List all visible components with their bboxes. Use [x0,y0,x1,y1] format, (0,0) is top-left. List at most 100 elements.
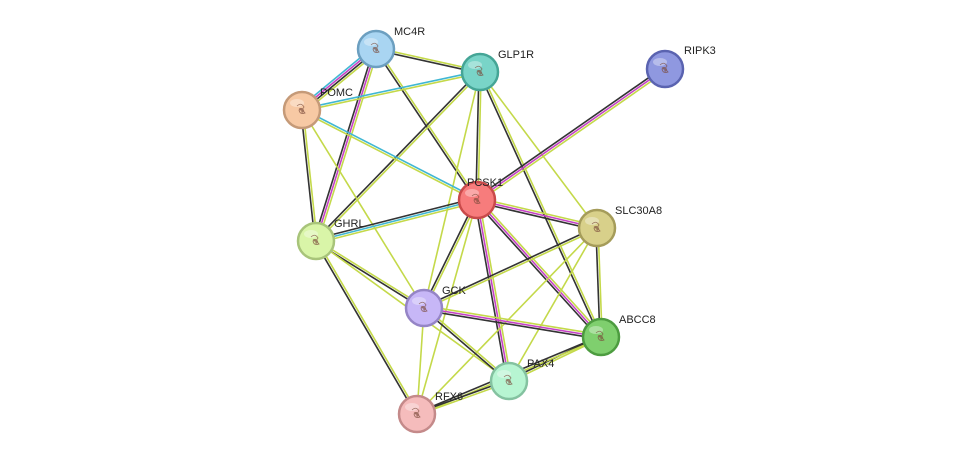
protein-structure-icon [474,65,484,76]
node-abcc8[interactable]: ABCC8 [581,314,656,357]
edge-line-textmining [477,72,482,201]
edge-line-coexpression [474,200,600,340]
edge-line-textmining [423,71,481,309]
edge-line-experiments [315,48,377,242]
node-highlight [364,38,378,46]
node-ghrl[interactable]: GHRL [296,218,365,261]
protein-structure-icon [370,42,380,53]
edge-pcsk1-gck[interactable] [422,199,479,309]
edge-pcsk1-rfx6[interactable] [416,199,478,415]
node-highlight [589,326,603,334]
edge-line-textmining [316,72,482,243]
node-label: RFX6 [435,391,463,403]
edge-glp1r-ghrl[interactable] [314,70,482,243]
protein-structure-icon [310,234,320,245]
edge-slc30a8-pax4[interactable] [508,227,598,382]
protein-structure-icon [418,301,428,312]
edge-pcsk1-slc30a8[interactable] [476,197,598,231]
edge-line-coexpression [476,201,597,231]
edge-line-textmining [479,71,598,229]
node-label: RIPK3 [684,45,716,57]
protein-structure-icon [411,407,421,418]
edge-pomc-pcsk1[interactable] [301,108,478,202]
edge-glp1r-pomc[interactable] [301,70,481,112]
node-label: PAX4 [527,358,554,370]
node-highlight [497,370,511,378]
edge-line-experiments [476,68,666,201]
edge-glp1r-pcsk1[interactable] [475,71,482,201]
edge-line-experiments [423,307,602,338]
node-label: POMC [320,87,353,99]
edge-line-coexpression [475,66,665,199]
edge-line-coexpression [313,48,375,241]
node-label: SLC30A8 [615,205,662,217]
node-label: GCK [442,285,467,297]
edge-line-coexpression [478,72,601,338]
edge-line-experiments [476,199,510,382]
node-highlight [585,217,599,225]
edge-glp1r-slc30a8[interactable] [479,71,598,229]
node-label: MC4R [394,26,425,38]
edge-line-textmining [478,197,604,337]
edge-line-databases [302,108,478,200]
edge-line-databases [301,70,480,110]
node-highlight [412,297,426,305]
protein-structure-icon [296,103,306,114]
node-highlight [290,99,304,107]
edge-line-textmining [316,240,419,414]
edge-mc4r-ghrl[interactable] [313,48,379,242]
edge-pomc-ghrl[interactable] [300,109,318,242]
edge-pcsk1-pax4[interactable] [474,199,512,382]
node-pcsk1[interactable]: PCSK1 [457,177,503,220]
edge-glp1r-abcc8[interactable] [478,71,603,338]
node-gck[interactable]: GCK [404,285,467,328]
edge-line-coexpression [475,71,480,200]
edge-line-textmining [316,239,426,308]
protein-structure-icon [591,221,601,232]
edge-line-textmining [317,49,379,242]
node-pomc[interactable]: POMC [282,87,353,130]
edge-line-textmining [477,70,667,203]
edge-line-coexpression [300,110,316,242]
edge-line-textmining [424,305,602,336]
node-highlight [465,189,479,197]
edge-pcsk1-abcc8[interactable] [474,197,604,340]
protein-structure-icon [659,62,669,73]
edge-line-textmining [301,110,477,202]
node-label: GHRL [334,218,365,230]
edge-slc30a8-gck[interactable] [423,226,598,310]
edge-line-textmining [416,199,478,415]
edge-line-textmining [302,72,481,112]
protein-structure-icon [503,374,513,385]
node-highlight [468,61,482,69]
edge-glp1r-gck[interactable] [423,71,481,309]
node-label: ABCC8 [619,314,656,326]
node-ripk3[interactable]: RIPK3 [645,45,716,89]
node-highlight [405,403,419,411]
edge-ripk3-pcsk1[interactable] [475,66,667,203]
edge-line-coexpression [315,197,477,240]
edge-pomc-gck[interactable] [301,109,425,309]
node-highlight [304,230,318,238]
protein-structure-icon [471,193,481,204]
edge-line-experiments [476,199,602,338]
node-highlight [653,58,667,66]
node-rfx6[interactable]: RFX6 [397,391,463,434]
edge-gck-abcc8[interactable] [423,305,602,340]
edge-line-coexpression [474,200,508,382]
node-slc30a8[interactable]: SLC30A8 [577,205,662,248]
edge-pcsk1-ghrl[interactable] [315,197,478,244]
edge-line-textmining [477,197,598,227]
node-mc4r[interactable]: MC4R [356,26,425,69]
node-glp1r[interactable]: GLP1R [460,49,534,92]
edge-line-coexpression [374,49,477,202]
edge-ghrl-rfx6[interactable] [314,240,419,415]
edge-line-textmining [478,199,512,381]
edge-line-coexpression [314,241,417,415]
edge-line-textmining [480,71,603,337]
node-pax4[interactable]: PAX4 [489,358,554,401]
edge-line-textmining [302,109,318,241]
edge-line-coexpression [314,70,480,241]
edge-line-textmining [508,227,598,382]
